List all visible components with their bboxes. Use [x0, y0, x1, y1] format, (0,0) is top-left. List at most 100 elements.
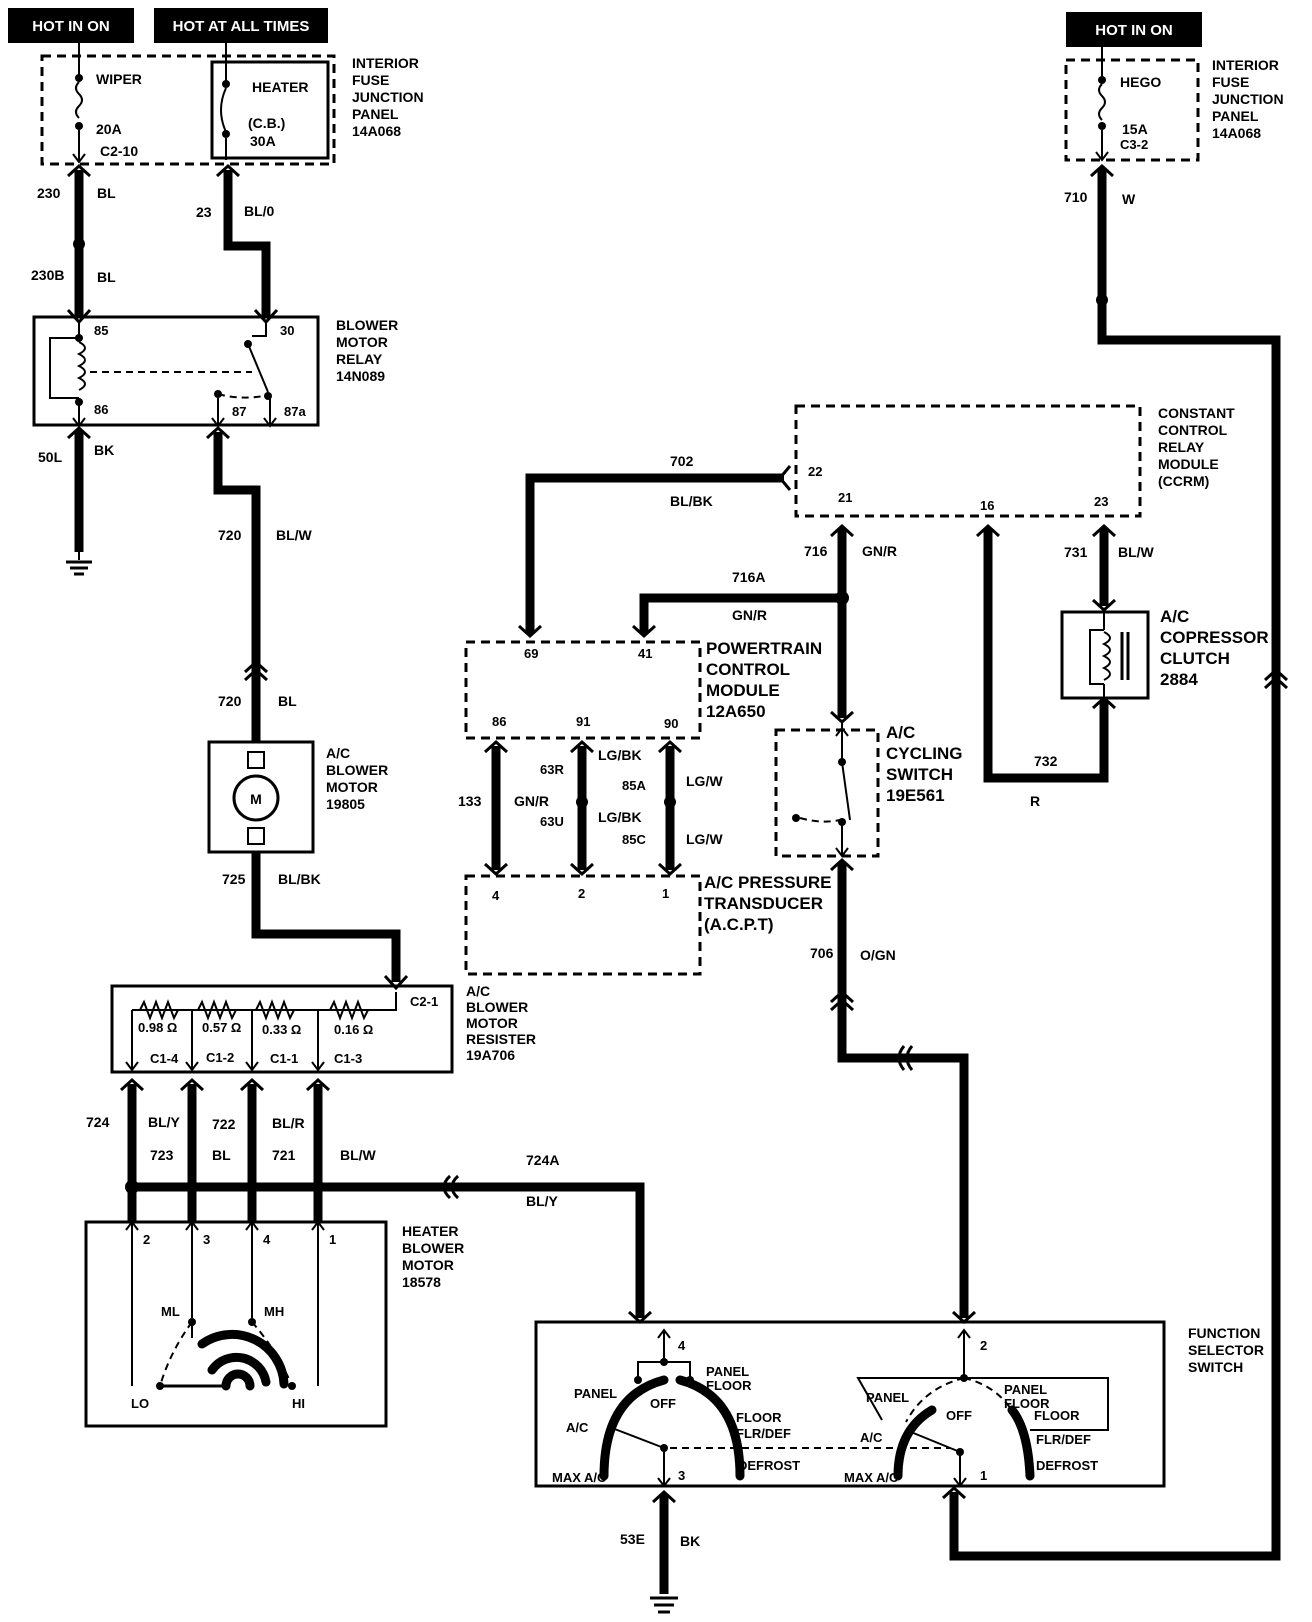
fss-line-0: FUNCTION — [1188, 1325, 1260, 1341]
header-hot-at-all-times: HOT AT ALL TIMES — [154, 8, 328, 43]
clutch-line-2: CLUTCH — [1160, 649, 1230, 668]
ac-blower-line-3: 19805 — [326, 796, 365, 812]
relay-line-2: RELAY — [336, 351, 383, 367]
resistor-r2: 0.57 Ω — [202, 1020, 241, 1035]
cycling-line-1: CYCLING — [886, 744, 963, 763]
relay-pin-86: 86 — [94, 402, 108, 417]
wire-723-num: 723 — [150, 1147, 174, 1163]
relay-line-0: BLOWER — [336, 317, 398, 333]
wire-716-color: GN/R — [862, 543, 897, 559]
wire-63u: 63U — [540, 814, 564, 829]
fss-right-defrost: DEFROST — [1036, 1458, 1098, 1473]
pcm-caption: POWERTRAIN CONTROL MODULE 12A650 — [706, 639, 822, 721]
fuse-panel-left-caption: INTERIOR FUSE JUNCTION PANEL 14A068 — [352, 55, 424, 139]
ac-pressure-transducer — [464, 874, 702, 976]
wire-23 — [223, 170, 271, 316]
wire-720b-color: BL — [278, 693, 297, 709]
fuse-panel-left-line-4: 14A068 — [352, 123, 401, 139]
wire-85c: 85C — [622, 832, 646, 847]
fss-right-ac: A/C — [860, 1430, 883, 1445]
fss-right-panel-floor-1: PANEL — [1004, 1382, 1047, 1397]
wire-702-num: 702 — [670, 453, 694, 469]
wire-85a: 85A — [622, 778, 646, 793]
header-hot-at-all-times-text: HOT AT ALL TIMES — [173, 18, 310, 35]
fss-p1: 1 — [980, 1468, 987, 1483]
hbm-p4: 4 — [263, 1232, 271, 1247]
wire-53e-color: BK — [680, 1533, 700, 1549]
wire-724a-num: 724A — [526, 1152, 559, 1168]
fss-right-max-ac: MAX A/C — [844, 1470, 899, 1485]
cycling-switch-caption: A/C CYCLING SWITCH 19E561 — [886, 723, 963, 805]
fss-p2: 2 — [980, 1338, 987, 1353]
wire-230b-color: BL — [97, 269, 116, 285]
wire-731-num: 731 — [1064, 544, 1088, 560]
relay-line-1: MOTOR — [336, 334, 388, 350]
fss-p3: 3 — [678, 1468, 685, 1483]
ccrm-p23: 23 — [1094, 494, 1108, 509]
wire-50l-color: BK — [94, 442, 114, 458]
fss-line-1: SELECTOR — [1188, 1342, 1264, 1358]
heater-amps: 30A — [250, 133, 276, 149]
ac-blower-motor: M — [207, 740, 315, 854]
fss-left-floor: FLOOR — [736, 1410, 782, 1425]
fuse-panel-right-line-1: FUSE — [1212, 74, 1249, 90]
heater-blower-caption: HEATER BLOWER MOTOR 18578 — [402, 1223, 464, 1290]
wire-706-color: O/GN — [860, 947, 896, 963]
resistor-c4: C1-3 — [334, 1051, 362, 1066]
ac-compressor-clutch — [1060, 610, 1150, 700]
wire-725 — [251, 852, 401, 982]
hego-connector: C3-2 — [1120, 137, 1148, 152]
ccrm-line-4: (CCRM) — [1158, 473, 1209, 489]
wire-732-num: 732 — [1034, 753, 1058, 769]
resistor-c3: C1-1 — [270, 1051, 298, 1066]
wire-724a — [132, 1182, 645, 1318]
pcm-p91: 91 — [576, 714, 590, 729]
pcm-line-0: POWERTRAIN — [706, 639, 822, 658]
wire-722-num: 722 — [212, 1116, 236, 1132]
ground-left — [66, 552, 92, 576]
fuse-panel-left-line-1: FUSE — [352, 72, 389, 88]
ac-blower-motor-caption: A/C BLOWER MOTOR 19805 — [326, 745, 388, 812]
wire-716-num: 716 — [804, 543, 828, 559]
pcm-line-1: CONTROL — [706, 660, 790, 679]
relay-pin-87a: 87a — [284, 404, 306, 419]
wire-230-color: BL — [97, 185, 116, 201]
wire-706 — [837, 862, 969, 1318]
ccrm-p22: 22 — [808, 464, 822, 479]
resistor-r3: 0.33 Ω — [262, 1022, 301, 1037]
splice-230 — [73, 238, 85, 250]
wire-702-color: BL/BK — [670, 493, 713, 509]
wire-lgw-1: LG/W — [686, 773, 723, 789]
fss-left-flrdef: FLR/DEF — [736, 1426, 791, 1441]
fss-left-panel-floor-2: FLOOR — [706, 1378, 752, 1393]
fss-right-flrdef: FLR/DEF — [1036, 1432, 1091, 1447]
fss-right-off: OFF — [946, 1408, 972, 1423]
wire-724a-color: BL/Y — [526, 1193, 559, 1209]
ac-blower-line-1: BLOWER — [326, 762, 388, 778]
header-hot-in-on-right-text: HOT IN ON — [1095, 22, 1173, 39]
resistor-c1: C1-4 — [150, 1051, 179, 1066]
fuse-panel-right-line-0: INTERIOR — [1212, 57, 1279, 73]
pcm-p69: 69 — [524, 646, 538, 661]
pcm-line-3: 12A650 — [706, 702, 766, 721]
wire-133-color: GN/R — [514, 793, 549, 809]
blower-relay-caption: BLOWER MOTOR RELAY 14N089 — [336, 317, 398, 384]
ac-blower-line-0: A/C — [326, 745, 350, 761]
fuse-panel-right-line-2: JUNCTION — [1212, 91, 1284, 107]
wire-710-color: W — [1122, 191, 1136, 207]
resistor-caption: A/C BLOWER MOTOR RESISTER 19A706 — [466, 983, 536, 1063]
relay-pin-87: 87 — [232, 404, 246, 419]
heater-cb: (C.B.) — [248, 115, 285, 131]
fuse-panel-right-line-4: 14A068 — [1212, 125, 1261, 141]
wire-blw-color: BL/W — [340, 1147, 377, 1163]
wire-63r: 63R — [540, 762, 564, 777]
ccrm-caption: CONSTANT CONTROL RELAY MODULE (CCRM) — [1158, 405, 1235, 489]
resistor-c-in: C2-1 — [410, 994, 438, 1009]
cycling-line-0: A/C — [886, 723, 915, 742]
blower-motor-relay — [32, 315, 320, 428]
wire-716a — [639, 593, 842, 634]
fss-left-defrost: DEFROST — [738, 1458, 800, 1473]
wire-732 — [983, 528, 1109, 783]
relay-line-3: 14N089 — [336, 368, 385, 384]
